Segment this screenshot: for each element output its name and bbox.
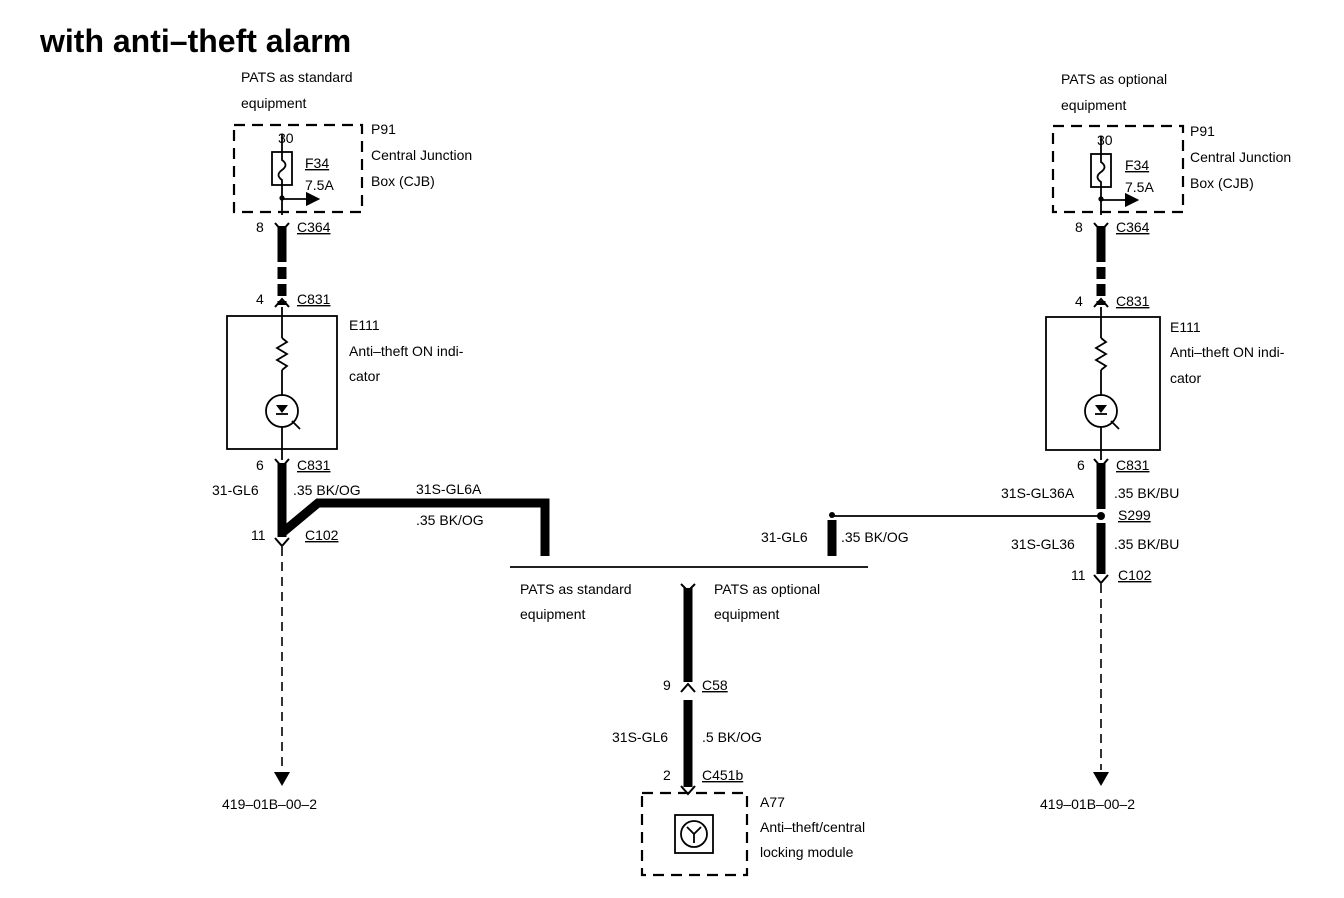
right-continuation-arrow [1093,772,1109,786]
right-cjb-name-line1: Central Junction [1190,149,1291,165]
left-c364-label: C364 [297,219,331,235]
right-wire-spec-a: .35 BK/BU [1114,485,1179,501]
left-lamp-ray [291,420,301,430]
a77-module-icon-symbol [686,826,702,843]
left-c364-pin: 8 [256,219,264,235]
right-c831-bottom-pin: 6 [1077,457,1085,473]
central-wire-spec: .5 BK/OG [702,729,762,745]
right-c364-pin: 8 [1075,219,1083,235]
right-c831-top-label: C831 [1116,293,1150,309]
right-c102-connector [1093,574,1109,585]
left-wire-code: 31-GL6 [212,482,259,498]
a77-module-box [640,791,749,877]
right-c831-top-connector [1093,297,1109,308]
c451b-pin: 2 [663,767,671,783]
left-cjb-id: P91 [371,121,396,137]
left-resistor-icon [275,337,289,371]
left-fuse-name: F34 [305,155,329,171]
right-fuse-element [1096,154,1106,187]
right-cjb-id: P91 [1190,123,1215,139]
a77-name-line2: locking module [760,844,854,860]
left-circuit: PATS as standard equipment 30 F34 7.5A P… [212,69,550,812]
right-c364-label: C364 [1116,219,1150,235]
branch-b-wire-code: 31-GL6 [761,529,808,545]
right-circuit: PATS as optional equipment 30 F34 7.5A P… [1001,71,1291,812]
right-c831-bottom-label: C831 [1116,457,1150,473]
central-wire-code: 31S-GL6 [612,729,668,745]
right-wire-code-a: 31S-GL36A [1001,485,1075,501]
right-pats-note-line1: PATS as optional [1061,71,1167,87]
right-e111-box [1045,316,1161,451]
right-wire-code-b: 31S-GL36 [1011,536,1075,552]
branch-a-wire-spec: .35 BK/OG [416,512,484,528]
left-e111-id: E111 [349,317,380,333]
left-c831-top-pin: 4 [256,291,264,307]
right-s299-splice [1097,512,1105,520]
left-cjb-box [232,123,364,214]
right-resistor-icon [1094,337,1108,371]
right-fuse-rating: 7.5A [1125,179,1154,195]
option-standard-line1: PATS as standard [520,581,632,597]
right-pats-note-line2: equipment [1061,97,1126,113]
left-e111-name-line1: Anti–theft ON indi- [349,343,464,359]
left-c102-label: C102 [305,527,339,543]
left-fuse-rating: 7.5A [305,177,334,193]
a77-id: A77 [760,794,785,810]
left-wire-spec: .35 BK/OG [293,482,361,498]
a77-module-icon-circle [680,820,708,848]
right-lamp-ray [1110,420,1120,430]
right-cjb-box [1051,124,1185,214]
c451b-label: C451b [702,767,743,783]
left-c831-top-label: C831 [297,291,331,307]
right-cjb-name-line2: Box (CJB) [1190,175,1254,191]
right-wire-spec-b: .35 BK/BU [1114,536,1179,552]
right-s299-label: S299 [1118,507,1151,523]
left-c831-bottom-label: C831 [297,457,331,473]
c58-label: C58 [702,677,728,693]
right-c102-pin: 11 [1071,567,1086,583]
left-e111-name-line2: cator [349,368,380,384]
left-c831-top-connector [274,297,290,308]
right-lamp-diode [1095,405,1107,413]
left-pats-note-line2: equipment [241,95,306,111]
a77-module-icon [674,814,714,854]
option-optional-line2: equipment [714,606,779,622]
right-fuse-name: F34 [1125,157,1149,173]
left-lamp-diode [276,405,288,413]
left-cjb-name-line1: Central Junction [371,147,472,163]
left-continuation-arrow [274,772,290,786]
left-reference: 419–01B–00–2 [222,796,317,812]
right-e111-id: E111 [1170,319,1201,335]
right-e111-name-line1: Anti–theft ON indi- [1170,344,1285,360]
option-optional-line1: PATS as optional [714,581,820,597]
c58-pin: 9 [663,677,671,693]
left-fuse-pin: 30 [278,130,294,146]
c58-connector [680,682,696,693]
right-e111-name-line2: cator [1170,370,1201,386]
left-fuse-element [277,152,287,185]
option-standard-line2: equipment [520,606,585,622]
left-wire-branch [279,498,550,556]
middle-circuit: 31S-GL6A .35 BK/OG 31-GL6 .35 BK/OG PATS… [416,481,1100,877]
left-cjb-name-line2: Box (CJB) [371,173,435,189]
left-c831-bottom-pin: 6 [256,457,264,473]
a77-name-line1: Anti–theft/central [760,819,865,835]
right-c102-label: C102 [1118,567,1152,583]
left-pats-note-line1: PATS as standard [241,69,353,85]
branch-b-wire-spec: .35 BK/OG [841,529,909,545]
right-c831-top-pin: 4 [1075,293,1083,309]
right-reference: 419–01B–00–2 [1040,796,1135,812]
left-c102-connector [274,537,290,548]
left-c102-pin: 11 [251,527,266,543]
diagram-title: with anti–theft alarm [39,23,351,59]
branch-a-wire-code: 31S-GL6A [416,481,482,497]
branch-b-node [829,512,835,518]
right-fuse-pin: 30 [1097,132,1113,148]
